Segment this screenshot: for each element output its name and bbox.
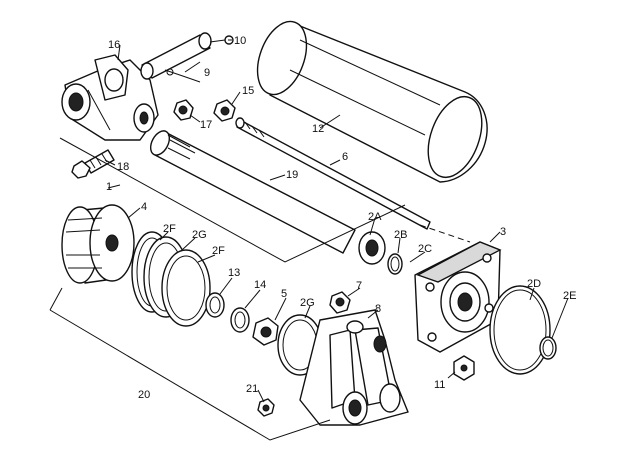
callout-12: 12 — [312, 123, 324, 135]
callout-7: 7 — [356, 280, 362, 292]
tube-part-12 — [256, 20, 488, 183]
callout-8: 8 — [375, 303, 381, 315]
callout-2A: 2A — [368, 211, 382, 223]
piston-part-4 — [61, 204, 135, 284]
callout-1: 1 — [106, 181, 112, 193]
callout-2E: 2E — [563, 290, 576, 302]
o-ring-part-2D — [489, 285, 551, 375]
seal-part-2F-right — [161, 249, 211, 327]
callout-5: 5 — [281, 288, 287, 300]
ring-part-13 — [205, 292, 225, 318]
callout-2C: 2C — [418, 243, 432, 255]
tie-rod-part-6 — [235, 117, 431, 230]
clevis-end-part-16 — [61, 54, 159, 141]
o-ring-part-2B — [387, 253, 403, 275]
fitting-part-7 — [329, 291, 351, 314]
callout-4: 4 — [141, 201, 147, 213]
nut-part-21 — [257, 398, 275, 417]
callout-2F-left: 2F — [163, 223, 176, 235]
callout-2G-right: 2G — [300, 297, 315, 309]
callout-17: 17 — [200, 119, 212, 131]
callout-2F-right: 2F — [212, 245, 225, 257]
nut-part-5 — [252, 317, 279, 346]
callout-21: 21 — [246, 383, 258, 395]
ring-part-2E — [539, 336, 557, 360]
callout-leaders — [104, 39, 569, 403]
bolt-part-18 — [71, 149, 115, 179]
assembly-bracket-lines — [49, 137, 471, 441]
nut-part-15 — [213, 99, 236, 122]
cotter-pin-part-9 — [164, 68, 201, 83]
callout-2D: 2D — [527, 278, 541, 290]
nut-part-2A — [358, 231, 386, 265]
callout-18: 18 — [117, 161, 129, 173]
plug-part-11 — [453, 355, 475, 381]
callout-2B: 2B — [394, 229, 407, 241]
callout-13: 13 — [228, 267, 240, 279]
callout-2G-left: 2G — [192, 229, 207, 241]
callout-11: 11 — [434, 379, 445, 391]
callout-6: 6 — [342, 151, 348, 163]
pin-part-10 — [140, 32, 234, 80]
callout-9: 9 — [204, 67, 210, 79]
callout-10: 10 — [234, 35, 246, 47]
callout-3: 3 — [500, 226, 506, 238]
callout-15: 15 — [242, 85, 254, 97]
nut-part-17 — [173, 99, 194, 121]
callout-14: 14 — [254, 279, 266, 291]
end-cap-part-3 — [414, 241, 502, 353]
callout-20: 20 — [138, 389, 150, 401]
rear-clevis-part-8 — [299, 309, 409, 426]
ring-part-14 — [230, 307, 250, 333]
piston-rod-part-19 — [149, 130, 356, 254]
callout-16: 16 — [108, 39, 120, 51]
callout-labels: 10 9 16 17 15 12 18 1 19 6 4 2A 2B 2C 3 … — [106, 35, 576, 401]
callout-19: 19 — [286, 169, 298, 181]
